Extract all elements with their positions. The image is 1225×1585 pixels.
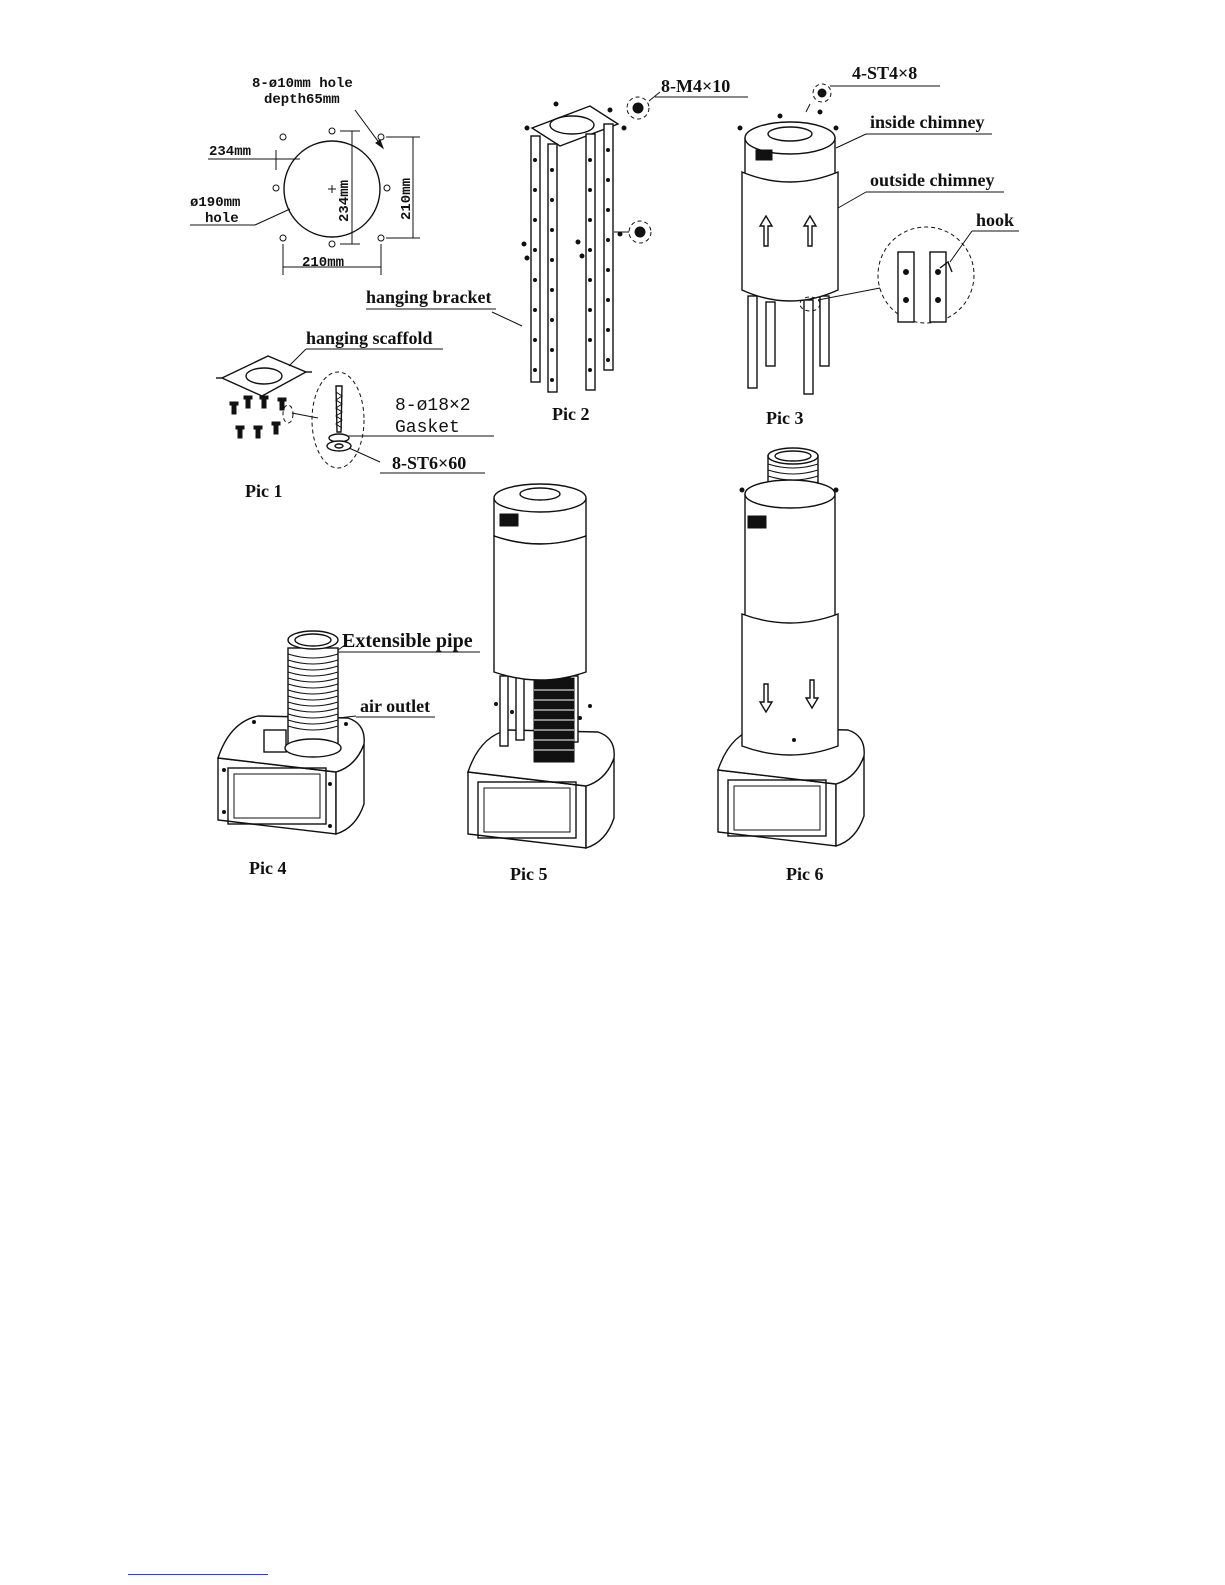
gasket-spec-label: 8-ø18×2	[395, 396, 471, 416]
mount-hole	[280, 235, 286, 241]
dim-210-vertical: 210mm	[399, 178, 415, 220]
pic6-outside-chimney	[742, 614, 838, 755]
mount-hole	[273, 185, 279, 191]
mount-hole	[280, 134, 286, 140]
pic5-drawing	[468, 484, 614, 848]
pic5-outside-chimney	[494, 536, 586, 680]
dim-234-vertical: 234mm	[337, 180, 353, 222]
pic5-caption: Pic 5	[510, 864, 548, 884]
pic2-drawing	[492, 92, 660, 392]
mount-hole	[378, 235, 384, 241]
mount-hole	[329, 241, 335, 247]
outside-chimney-label: outside chimney	[870, 170, 995, 190]
outside-chimney	[742, 172, 838, 301]
hole-spec-label: 8-ø10mm hole	[252, 76, 353, 92]
dim-234-horizontal: 234mm	[209, 144, 251, 160]
center-hole-label-2: hole	[205, 211, 239, 227]
pic4-caption: Pic 4	[249, 858, 287, 878]
pic2-caption: Pic 2	[552, 404, 590, 424]
hanging-bracket-label: hanging bracket	[366, 287, 492, 307]
dim-210-horizontal: 210mm	[302, 255, 344, 271]
gasket-label: Gasket	[395, 418, 460, 438]
pic1-caption: Pic 1	[245, 481, 283, 501]
center-hole-label: ø190mm	[190, 195, 240, 211]
drilling-template	[190, 110, 420, 275]
hook-detail-callout	[878, 227, 974, 323]
screw-m4-label: 8-M4×10	[661, 76, 730, 96]
hook-label: hook	[976, 210, 1014, 230]
mount-hole	[378, 134, 384, 140]
pic6-caption: Pic 6	[786, 864, 824, 884]
pic3-caption: Pic 3	[766, 408, 804, 428]
hole-depth-label: depth65mm	[264, 92, 340, 108]
screw-st6-label: 8-ST6×60	[392, 453, 466, 473]
inside-chimney-label: inside chimney	[870, 112, 985, 132]
pic4-drawing	[218, 631, 364, 834]
screw-st4-label: 4-ST4×8	[852, 63, 917, 83]
pic6-drawing	[718, 448, 864, 846]
hanging-scaffold-label: hanging scaffold	[306, 328, 433, 348]
extensible-pipe-label: Extensible pipe	[342, 630, 473, 652]
mount-hole	[384, 185, 390, 191]
air-outlet-label: air outlet	[360, 696, 430, 716]
mount-hole	[329, 128, 335, 134]
footer-link-underline[interactable]	[128, 1574, 268, 1575]
